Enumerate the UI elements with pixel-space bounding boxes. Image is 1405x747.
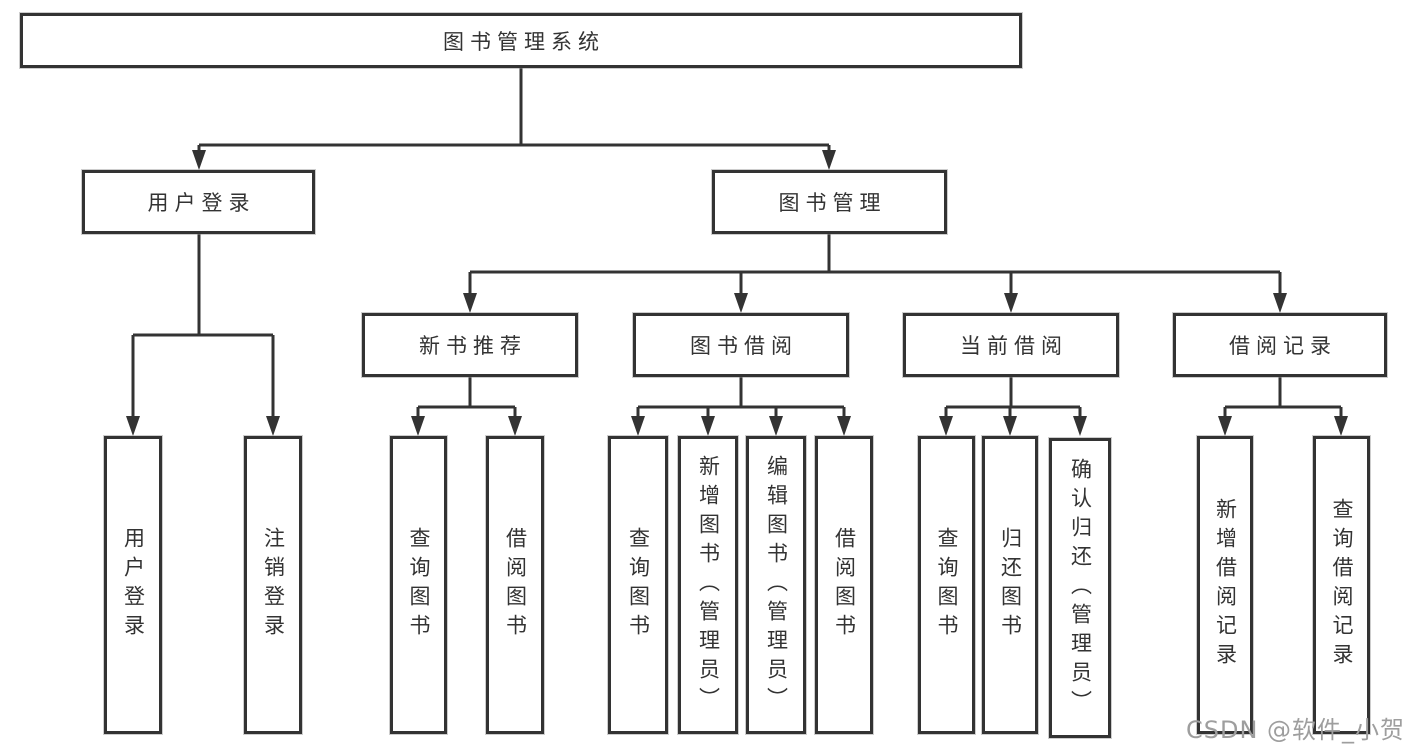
leaf-confirm-return-admin: 确认归还（管理员） (1049, 438, 1111, 738)
tree-edges (131, 68, 1343, 432)
arrowheads (126, 150, 1348, 436)
leaf-query-books-current: 查询图书 (918, 436, 975, 734)
leaf-query-books-borrowing: 查询图书 (608, 436, 668, 734)
leaf-add-borrow-record: 新增借阅记录 (1197, 436, 1253, 734)
leaf-user-login: 用户登录 (104, 436, 162, 734)
node-label: 借阅图书 (503, 527, 528, 643)
leaf-return-books: 归还图书 (982, 436, 1038, 734)
node-label: 查询图书 (935, 527, 960, 643)
node-label: 注销登录 (261, 527, 286, 643)
node-label: 借阅记录 (1229, 334, 1337, 358)
leaf-borrow-books: 借阅图书 (815, 436, 873, 734)
node-label: 新增图书（管理员） (696, 454, 721, 716)
csdn-watermark: CSDN @软件_小贺同学 (1186, 716, 1405, 744)
node-label: 新增借阅记录 (1213, 498, 1238, 672)
node-borrow-records: 借阅记录 (1173, 313, 1387, 377)
node-root: 图书管理系统 (20, 13, 1022, 68)
node-label: 归还图书 (998, 527, 1023, 643)
node-label: 查询借阅记录 (1330, 498, 1355, 672)
node-label: 查询图书 (407, 527, 432, 643)
node-label: 当前借阅 (960, 334, 1068, 358)
node-current-borrowing: 当前借阅 (903, 313, 1119, 377)
leaf-borrow-books-recommend: 借阅图书 (486, 436, 544, 734)
node-book-borrowing: 图书借阅 (633, 313, 849, 377)
leaf-query-books-recommend: 查询图书 (390, 436, 447, 734)
node-label: 确认归还（管理员） (1068, 457, 1093, 719)
node-new-book-recommend: 新书推荐 (362, 313, 578, 377)
node-book-management: 图书管理 (712, 170, 947, 234)
node-user-login: 用户登录 (82, 170, 315, 234)
node-label: 图书借阅 (690, 334, 798, 358)
node-label: 编辑图书（管理员） (764, 454, 789, 716)
node-label: 图书管理系统 (443, 29, 605, 54)
leaf-query-borrow-record: 查询借阅记录 (1313, 436, 1370, 734)
leaf-add-books-admin: 新增图书（管理员） (678, 436, 738, 734)
node-label: 查询图书 (626, 527, 651, 643)
node-label: 借阅图书 (832, 527, 857, 643)
node-label: 用户登录 (121, 527, 146, 643)
leaf-logout: 注销登录 (244, 436, 302, 734)
node-label: 图书管理 (778, 191, 887, 215)
node-label: 用户登录 (147, 191, 256, 215)
leaf-edit-books-admin: 编辑图书（管理员） (746, 436, 806, 734)
node-label: 新书推荐 (419, 334, 527, 358)
